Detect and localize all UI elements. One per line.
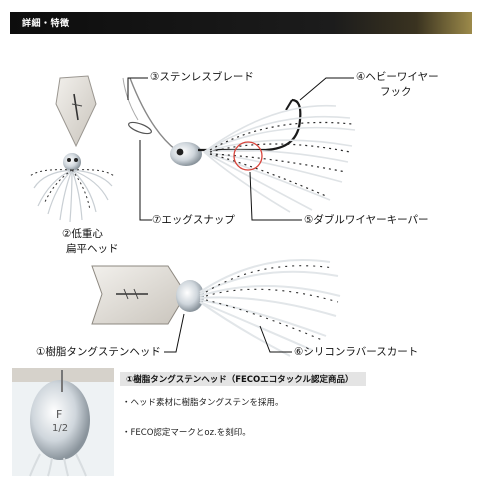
callout-leaders-middle — [164, 313, 292, 353]
front-view-lure — [29, 75, 115, 223]
label-tungsten-head: ①樹脂タングステンヘッド — [36, 346, 161, 358]
side-view-lure — [122, 77, 356, 213]
label-stainless-blade: ③ステンレスブレード — [150, 71, 254, 83]
label-egg-snap: ⑦エッグスナップ — [152, 214, 235, 226]
label-low-center-2: 扁平ヘッド — [66, 243, 119, 255]
section-header-bar: 詳細・特徴 — [10, 12, 472, 34]
label-heavy-wire-hook-2: フック — [380, 86, 412, 98]
label-double-wire-keeper: ⑤ダブルワイヤーキーパー — [304, 214, 429, 226]
label-heavy-wire-hook-1: ④ヘビーワイヤー — [356, 71, 439, 83]
callout-leaders-top — [127, 77, 354, 221]
large-side-view-lure — [91, 259, 341, 357]
label-silicone-skirt: ⑥シリコンラバースカート — [294, 346, 419, 358]
detail-bullet-2: ・FECO認定マークとoz.を刻印。 — [122, 428, 251, 438]
head-mark-f: F — [56, 408, 63, 421]
section-title: 詳細・特徴 — [22, 19, 70, 29]
label-low-center-1: ②低重心 — [62, 228, 103, 240]
detail-heading: ①樹脂タングステンヘッド（FECOエコタックル認定商品） — [120, 372, 366, 386]
head-mark-oz: 1/2 — [52, 423, 69, 434]
detail-bullet-1: ・ヘッド素材に樹脂タングステンを採用。 — [122, 398, 284, 408]
head-closeup-photo — [12, 368, 114, 477]
